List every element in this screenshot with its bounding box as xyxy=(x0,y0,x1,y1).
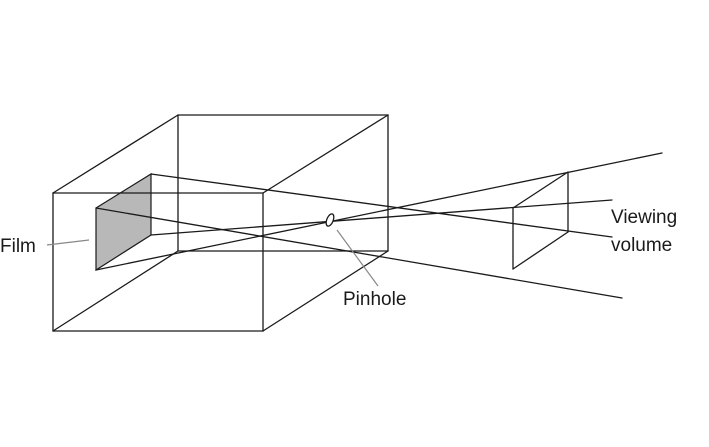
camera-box-back-face xyxy=(177,114,389,252)
projection-rays xyxy=(95,152,663,299)
film-label: Film xyxy=(0,236,36,257)
pinhole-label: Pinhole xyxy=(343,289,406,310)
film-plane xyxy=(95,172,152,272)
viewing-volume xyxy=(512,171,569,270)
viewing-volume-label-line2: volume xyxy=(611,235,672,256)
camera-box-depth-edges xyxy=(52,114,389,332)
viewing-volume-label-line1: Viewing xyxy=(611,207,677,228)
pinhole-leader-line xyxy=(336,229,379,287)
pinhole-icon xyxy=(325,213,335,227)
film-leader-line xyxy=(46,239,90,246)
camera-box-front-face xyxy=(52,192,264,332)
